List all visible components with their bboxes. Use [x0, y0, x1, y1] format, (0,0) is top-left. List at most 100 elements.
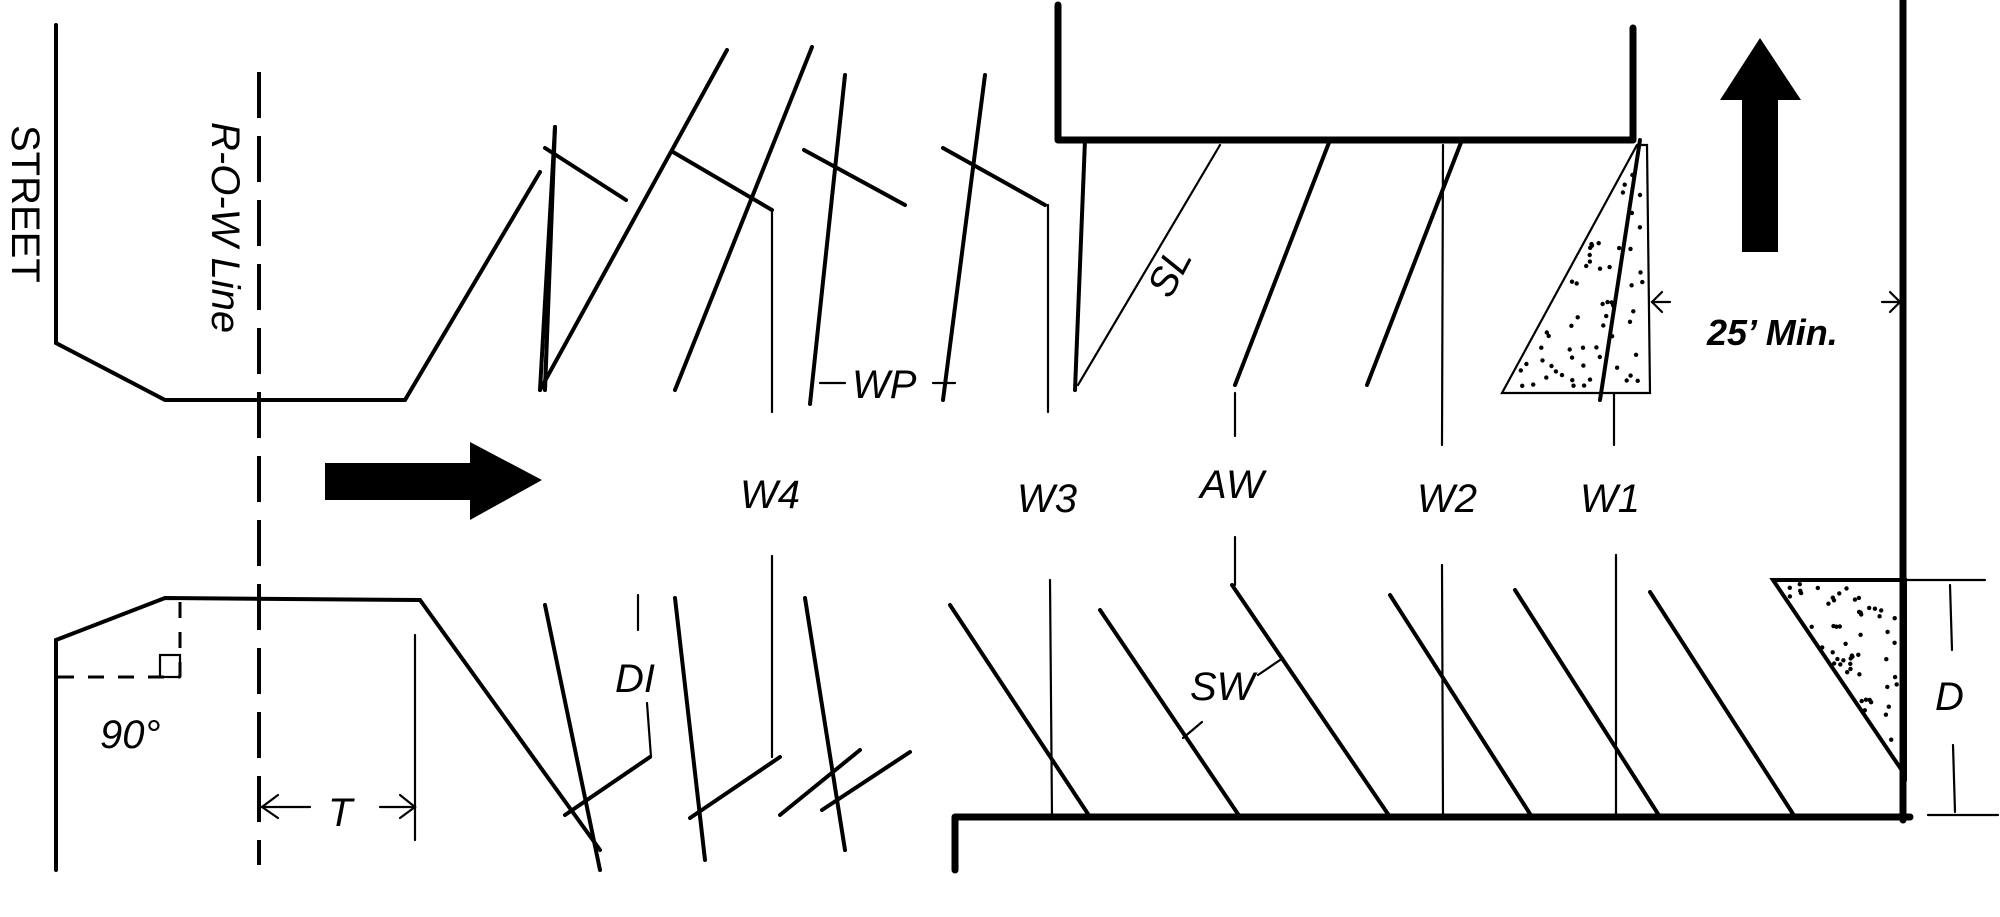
stipple-dot [1633, 352, 1639, 357]
stipple-dot [1638, 270, 1643, 275]
stipple-dot [1894, 682, 1899, 687]
stipple-dot [1544, 375, 1549, 380]
row-line-label: R-O-W Line [203, 122, 247, 333]
stipple-dot [1885, 629, 1890, 635]
depth-dimension [1903, 578, 2000, 817]
stipple-dot [1637, 225, 1643, 230]
stipple-dot [1849, 653, 1855, 658]
arrow-right-icon [325, 442, 542, 520]
stipple-dot [1830, 650, 1835, 655]
stipple-dot [1856, 652, 1861, 657]
stipple-dot [1520, 383, 1525, 388]
stipple-dot [1886, 704, 1892, 709]
stipple-dot [1830, 595, 1836, 600]
stipple-dot [1787, 585, 1793, 590]
stipple-dot [1587, 252, 1592, 258]
stipple-dot [1518, 368, 1524, 373]
stipple-dot [1609, 334, 1615, 339]
stipple-dot [1569, 279, 1575, 284]
stipple-dot [1559, 372, 1565, 378]
stipple-dot [1841, 658, 1846, 663]
lower-stall-ends [563, 748, 912, 820]
stipple-dot [1838, 662, 1843, 667]
stipple-dot [1858, 632, 1863, 637]
upper-island-stipple [1518, 172, 1645, 388]
stipple-dot [1628, 246, 1633, 252]
stipple-dot [1629, 283, 1634, 288]
upper-stall-lines [538, 45, 1642, 406]
throat-label: T [328, 791, 355, 835]
stipple-dot [1627, 319, 1633, 324]
stipple-dot [1879, 608, 1884, 613]
stipple-dot [1837, 591, 1842, 596]
stipple-dot [1835, 656, 1840, 662]
stipple-dot [1589, 241, 1594, 247]
stipple-dot [1809, 624, 1814, 629]
stipple-dot [1620, 190, 1626, 195]
stipple-dot [1892, 640, 1897, 645]
stipple-dot [1863, 697, 1869, 702]
stipple-dot [1892, 674, 1898, 680]
stipple-dot [1594, 345, 1599, 350]
arrow-up-icon [1720, 38, 1801, 252]
stipple-dot [1635, 378, 1640, 383]
stipple-dot [1859, 698, 1864, 704]
stipple-dot [1892, 616, 1897, 621]
stipple-dot [1575, 315, 1580, 320]
stipple-dot [1629, 210, 1635, 216]
stipple-dot [1622, 182, 1627, 187]
stipple-dot [1600, 301, 1605, 307]
stipple-dot [1815, 585, 1821, 591]
sw-dimension [1181, 656, 1285, 740]
stipple-dot [1605, 299, 1610, 305]
throat-dimension [260, 633, 417, 842]
stipple-dot [1596, 241, 1601, 246]
stipple-dot [1628, 373, 1633, 378]
bottom-boundary [951, 813, 1914, 874]
street-label: STREET [3, 125, 47, 283]
stipple-dot [1859, 612, 1864, 617]
stipple-dot [1884, 657, 1889, 662]
stipple-dot [1580, 345, 1586, 350]
stipple-dot [1883, 712, 1889, 717]
stipple-dot [1574, 281, 1579, 286]
stipple-dot [1834, 624, 1839, 629]
di-label: DI [615, 657, 655, 701]
stipple-dot [1604, 313, 1609, 319]
stipple-dot [1617, 245, 1622, 251]
upper-island [1500, 143, 1652, 395]
stipple-dot [1844, 586, 1849, 591]
right-angle-marker [58, 602, 182, 679]
d-label: D [1935, 675, 1964, 719]
stipple-dot [1837, 624, 1843, 629]
w1-label: W1 [1580, 477, 1640, 521]
stipple-dot [1570, 378, 1575, 383]
sl-label: SL [1139, 240, 1201, 304]
stipple-dot [1848, 666, 1853, 672]
stipple-dot [1630, 172, 1635, 178]
stipple-dot [1848, 661, 1853, 666]
w4-label: W4 [740, 473, 800, 517]
stipple-dot [1843, 641, 1848, 646]
angle-label: 90° [100, 713, 161, 757]
stipple-dot [1826, 601, 1831, 606]
stipple-dot [1587, 377, 1593, 382]
stipple-dot [1845, 670, 1850, 675]
measurement-lines [636, 143, 1618, 819]
stipple-dot [1885, 684, 1890, 690]
stipple-dot [1607, 264, 1612, 270]
stipple-dot [1569, 323, 1574, 328]
stipple-dot [1787, 594, 1793, 599]
stipple-dot [1867, 605, 1872, 611]
lower-stall-lines [543, 583, 1797, 872]
stipple-dot [1571, 383, 1576, 388]
upper-stall-diagonals [538, 125, 557, 392]
stipple-dot [1524, 361, 1529, 367]
street-edge [54, 23, 602, 872]
stipple-dot [1867, 697, 1872, 703]
stall-length-dimension [1076, 143, 1222, 387]
stipple-dot [1798, 588, 1803, 593]
stipple-dot [1546, 333, 1551, 339]
stipple-dot [1553, 369, 1559, 374]
